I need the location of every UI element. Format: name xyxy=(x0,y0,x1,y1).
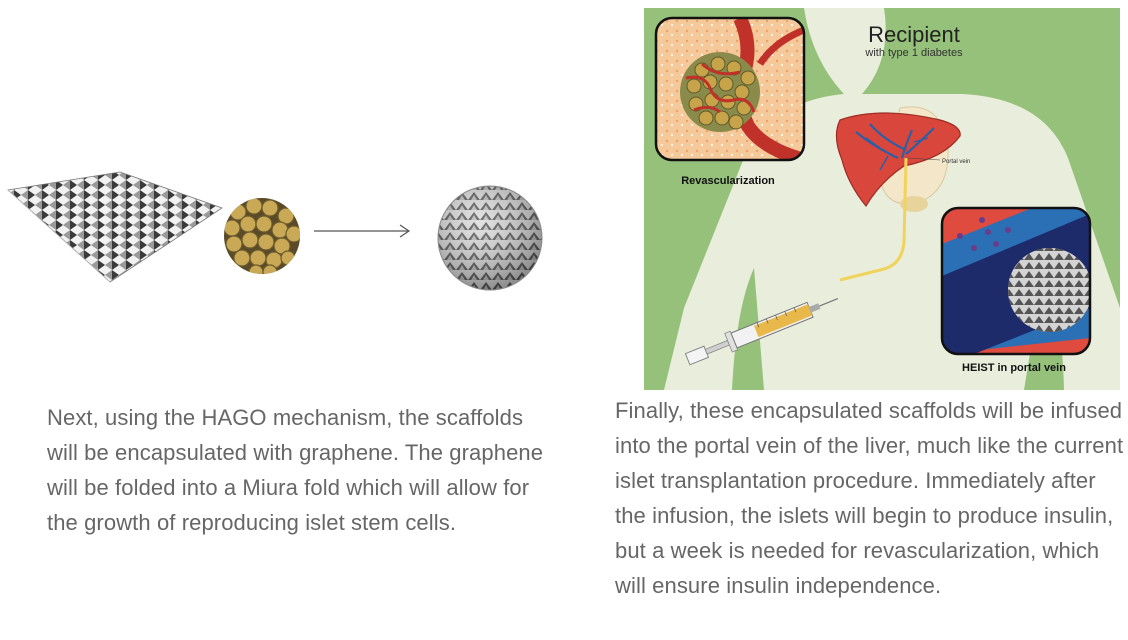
infusion-tube xyxy=(839,157,908,282)
graphene-sheet xyxy=(7,171,223,283)
recipient-figure: Recipient with type 1 diabetes Portal ve… xyxy=(644,8,1120,390)
figure-title: Recipient xyxy=(868,22,960,47)
revascularization-inset xyxy=(654,16,806,162)
islet-cluster xyxy=(224,198,300,274)
heist-label: HEIST in portal vein xyxy=(962,362,1066,374)
revascularization-label: Revascularization xyxy=(681,175,775,187)
liver xyxy=(835,112,961,208)
process-arrow xyxy=(314,224,411,238)
left-caption: Next, using the HAGO mechanism, the scaf… xyxy=(47,405,544,535)
right-caption: Finally, these encapsulated scaffolds wi… xyxy=(615,398,1124,598)
hago-process-illustration xyxy=(7,171,543,291)
recipient-illustration: Recipient with type 1 diabetes Portal ve… xyxy=(644,8,1120,390)
encapsulated-scaffold xyxy=(437,185,543,291)
heist-inset xyxy=(940,206,1092,356)
portal-vein-label: Portal vein xyxy=(942,159,970,165)
figure-subtitle: with type 1 diabetes xyxy=(864,47,963,59)
syringe xyxy=(684,297,839,366)
gallbladder xyxy=(900,196,928,212)
hago-process-figure xyxy=(0,150,560,310)
